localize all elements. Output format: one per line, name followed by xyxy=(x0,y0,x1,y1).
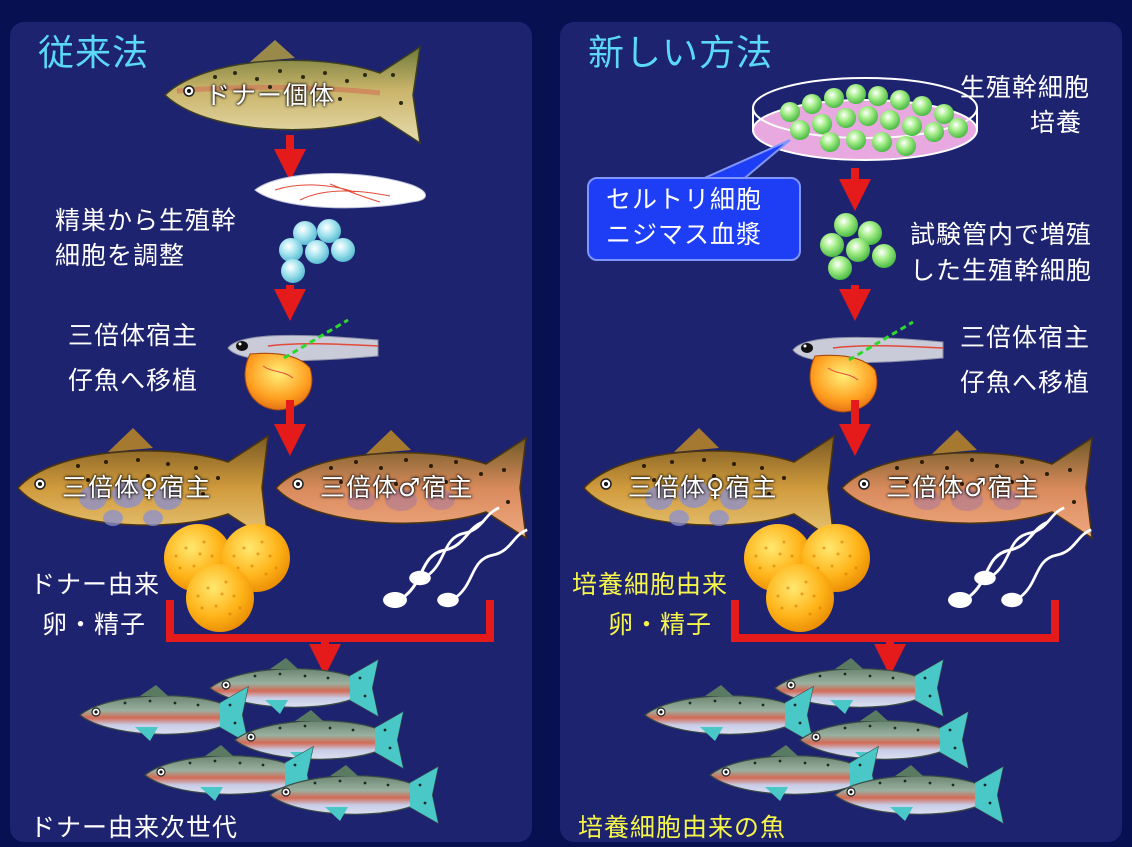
gamete-label-left-line1: ドナー由来 xyxy=(30,570,161,599)
gamete-label-left-line2: 卵・精子 xyxy=(42,610,147,639)
merge-bracket-left xyxy=(166,600,494,642)
next-generation-label: ドナー由来次世代 xyxy=(30,813,239,842)
eggs-right xyxy=(744,524,870,632)
culture-label-line2: 培養 xyxy=(1030,108,1083,137)
culture-conditions-callout xyxy=(587,177,801,261)
merge-bracket-right xyxy=(731,600,1059,642)
offspring-school-left xyxy=(79,657,439,824)
offspring-school-right xyxy=(644,657,1004,824)
callout-line1: セルトリ細胞 xyxy=(606,185,763,214)
female-host-label-right: 三倍体♀宿主 xyxy=(628,473,778,502)
germ-stem-cell-cluster xyxy=(279,219,355,283)
proliferated-cell-cluster xyxy=(820,213,896,280)
transplant-label-right-line1: 三倍体宿主 xyxy=(960,323,1091,352)
callout-line2: ニジマス血漿 xyxy=(606,220,763,249)
callout-pointer xyxy=(699,139,791,184)
proliferation-label-line2: した生殖幹細胞 xyxy=(910,256,1093,285)
cultured-fish-label: 培養細胞由来の魚 xyxy=(578,813,787,842)
donor-fish-label: ドナー個体 xyxy=(205,81,336,110)
gamete-label-right-line1: 培養細胞由来 xyxy=(572,570,729,599)
new-method-title: 新しい方法 xyxy=(588,33,774,74)
male-host-label-right: 三倍体♂宿主 xyxy=(886,473,1040,502)
gamete-label-right-line2: 卵・精子 xyxy=(608,610,713,639)
culture-dish xyxy=(752,77,978,161)
testis-step-line1: 精巣から生殖幹 xyxy=(55,206,238,235)
proliferation-label-line1: 試験管内で増殖 xyxy=(910,220,1093,249)
conventional-method-title: 従来法 xyxy=(38,33,150,74)
female-host-label-left: 三倍体♀宿主 xyxy=(62,473,212,502)
transplant-label-left-line1: 三倍体宿主 xyxy=(68,321,199,350)
testis-step-line2: 細胞を調整 xyxy=(55,241,186,270)
culture-label-line1: 生殖幹細胞 xyxy=(960,73,1091,102)
eggs-left xyxy=(164,524,290,632)
male-host-label-left: 三倍体♂宿主 xyxy=(320,473,474,502)
transplant-label-right-line2: 仔魚へ移植 xyxy=(960,368,1091,397)
transplant-label-left-line2: 仔魚へ移植 xyxy=(68,366,199,395)
host-larva-right xyxy=(791,320,945,414)
testis-icon xyxy=(254,173,426,209)
host-larva-left xyxy=(226,318,380,412)
